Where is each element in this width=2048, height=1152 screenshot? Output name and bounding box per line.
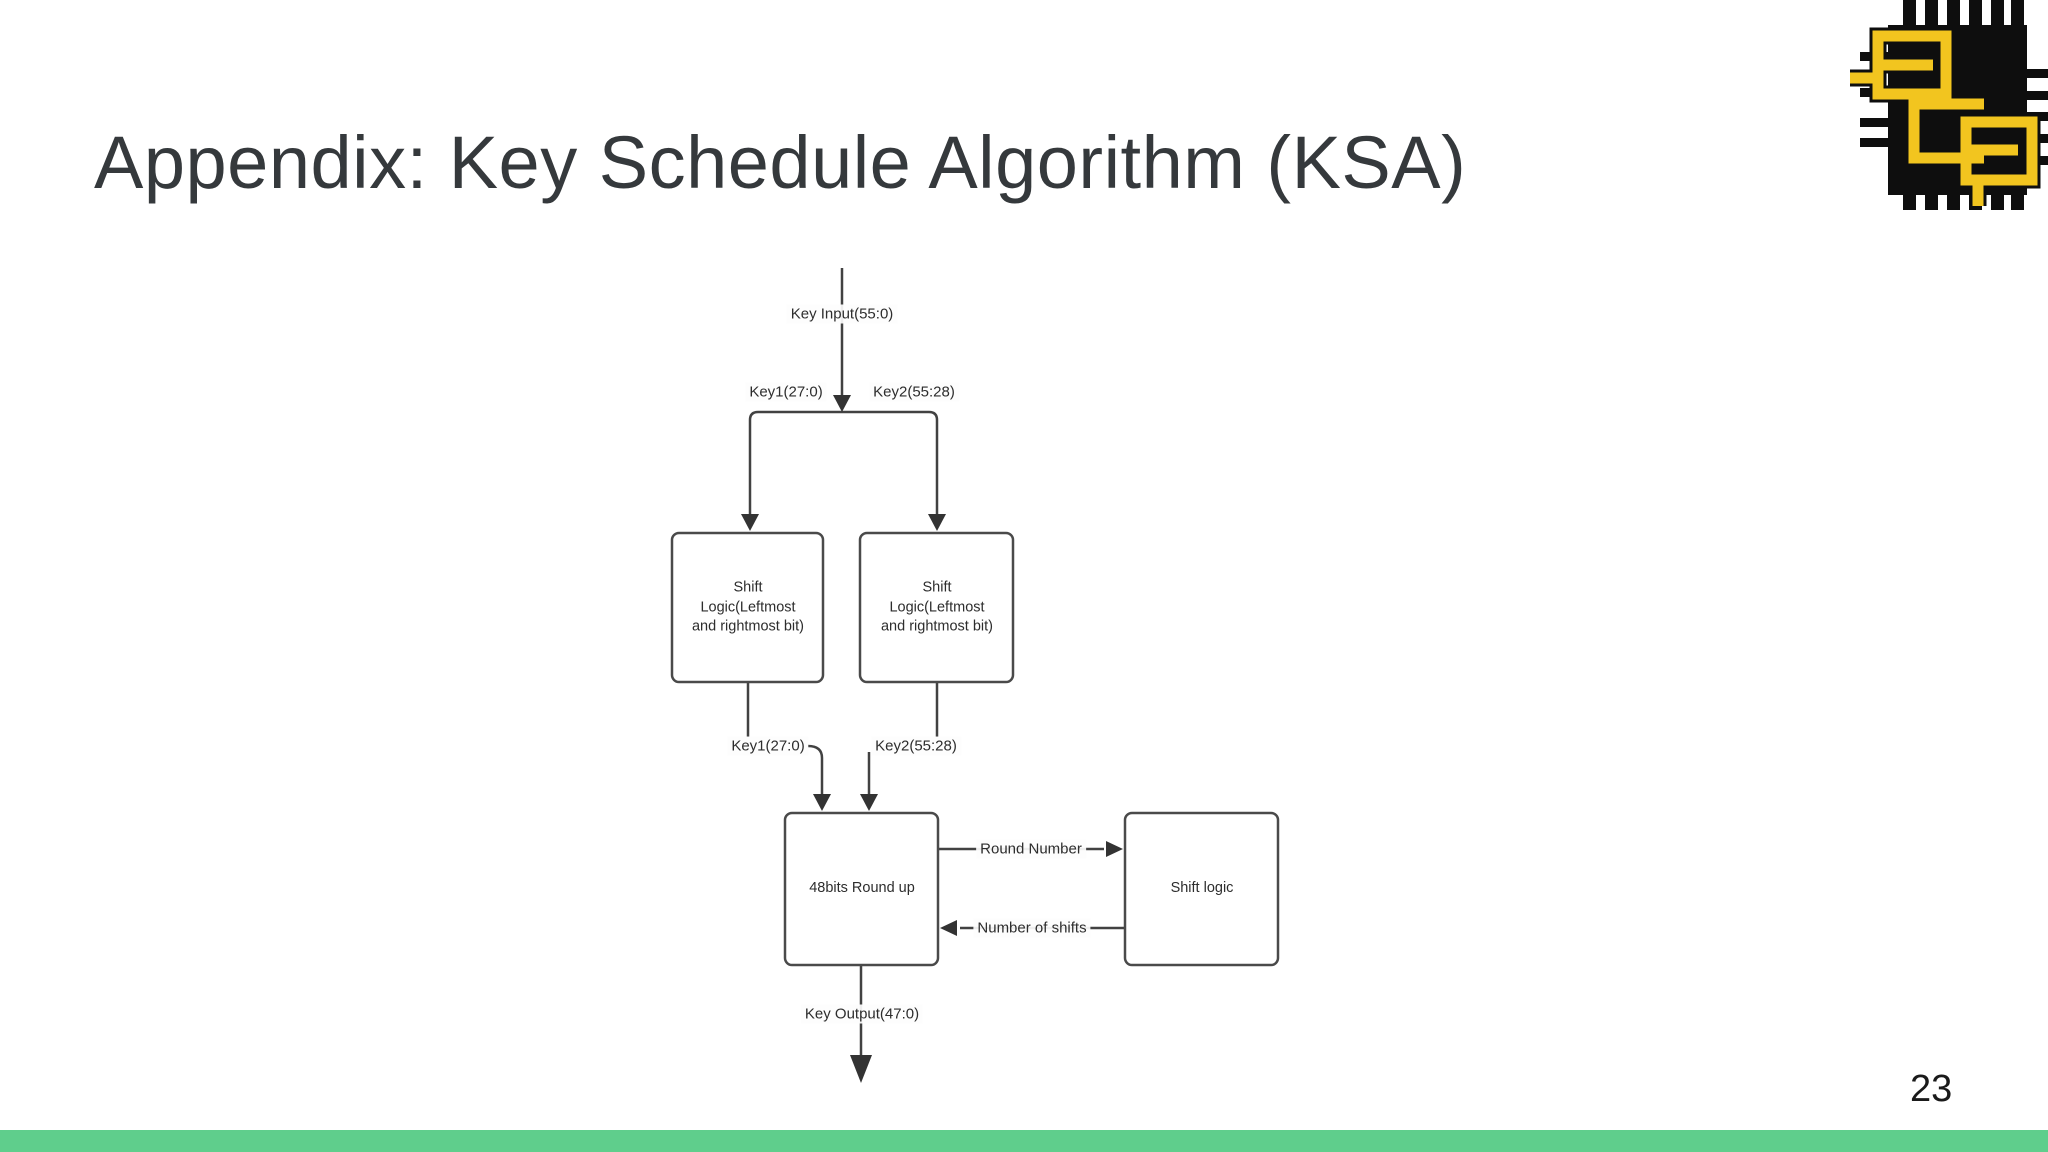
node-label-shift-logic-left: Shift Logic(Leftmost and rightmost bit): [691, 579, 805, 635]
node-box-shift-logic-left: [670, 531, 825, 684]
edge-label-key-input: Key Input(55:0): [786, 304, 898, 324]
edge-label-key2-top: Key2(55:28): [869, 382, 959, 402]
edge-label-key-output: Key Output(47:0): [800, 1004, 924, 1024]
edge-label-key2-mid: Key2(55:28): [871, 736, 961, 756]
node-label-shift-logic: Shift logic: [1170, 880, 1234, 897]
bottom-accent-bar: [0, 1130, 2048, 1152]
arrowhead-input: [833, 395, 851, 412]
arrowhead-split-left: [741, 514, 759, 531]
edge-label-number-of-shifts: Number of shifts: [973, 918, 1091, 938]
node-label-shift-logic-right: Shift Logic(Leftmost and rightmost bit): [880, 579, 994, 635]
arrowhead-key1-in: [813, 794, 831, 811]
node-box-shift-logic: [1123, 811, 1280, 967]
trace-yellow: [1850, 30, 2038, 206]
arrowhead-key2-in: [860, 794, 878, 811]
page-number: 23: [1910, 1068, 1953, 1110]
edge-label-key1-mid: Key1(27:0): [727, 736, 809, 756]
arrowhead-round-number: [1106, 841, 1123, 857]
ece-chip-logo: [1850, 0, 2048, 210]
edge-label-key1-top: Key1(27:0): [745, 382, 827, 402]
arrowhead-number-of-shifts: [940, 920, 957, 936]
node-label-48bits-round-up: 48bits Round up: [809, 880, 915, 897]
arrowhead-split-right: [928, 514, 946, 531]
edge-key1-in: [807, 744, 824, 796]
edge-label-round-number: Round Number: [976, 839, 1086, 859]
node-box-shift-logic-right: [858, 531, 1015, 684]
node-box-48bits-round-up: [783, 811, 940, 967]
edge-split: [748, 410, 939, 516]
page-title: Appendix: Key Schedule Algorithm (KSA): [94, 121, 1467, 204]
arrowhead-output: [850, 1055, 872, 1083]
